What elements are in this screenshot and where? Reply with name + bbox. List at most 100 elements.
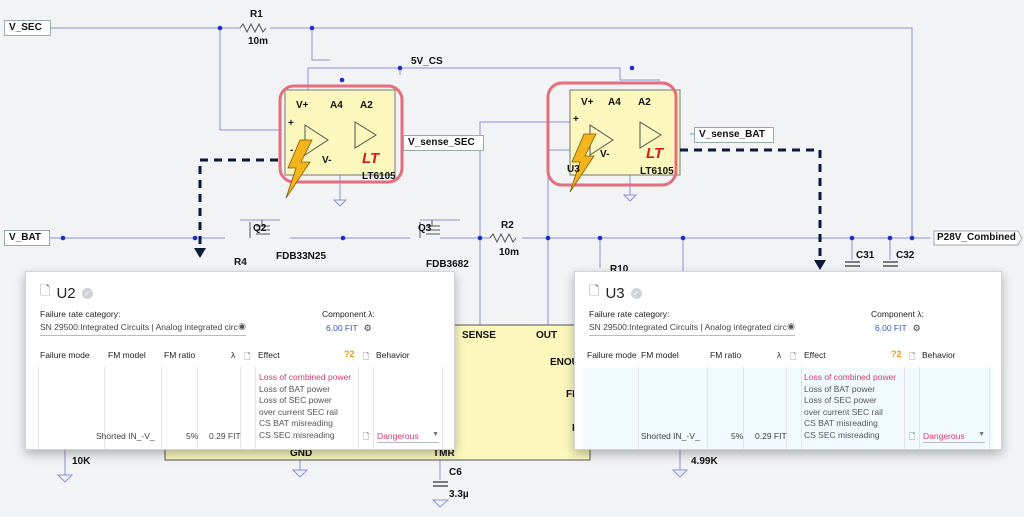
question-icon[interactable]: ?2 xyxy=(344,349,355,359)
net-label-5v-cs[interactable]: 5V_CS xyxy=(411,56,443,67)
grid-line xyxy=(161,367,162,449)
wire-controller-sense xyxy=(479,238,549,330)
amp-left-part-label[interactable]: LT6105 xyxy=(362,171,396,182)
component-lambda-value: 6.00 FIT xyxy=(326,323,358,333)
behavior-select[interactable]: Dangerous ▼ xyxy=(923,431,985,443)
grid-line xyxy=(743,367,744,449)
component-lambda-label: Component λ: xyxy=(871,309,924,319)
col-lambda[interactable]: λ xyxy=(777,350,782,360)
controller-sense-pin: SENSE xyxy=(462,330,496,341)
c6-value-label[interactable]: 3.3µ xyxy=(449,489,469,500)
q2-part-label[interactable]: FDB33N25 xyxy=(276,251,327,262)
amp-left-vplus-pin: V+ xyxy=(296,100,309,111)
net-tag-v-sec[interactable]: V_SEC xyxy=(4,20,51,36)
c32-ref-label[interactable]: C32 xyxy=(896,250,915,261)
r1-ref-label[interactable]: R1 xyxy=(250,9,263,20)
r10-ref-label[interactable]: R10 xyxy=(610,264,629,275)
net-tag-p28v[interactable]: P28V_Combined xyxy=(937,232,1016,243)
wire-5v-cs xyxy=(308,67,660,81)
check-icon[interactable]: ✓ xyxy=(81,287,93,299)
capacitor-c32-symbol xyxy=(883,261,898,267)
resistor-r2-symbol xyxy=(489,232,517,244)
c31-ref-label[interactable]: C31 xyxy=(856,250,875,261)
check-icon[interactable]: ✓ xyxy=(630,287,642,299)
q2-ref-label[interactable]: Q2 xyxy=(253,223,267,234)
behavior-select[interactable]: Dangerous ▼ xyxy=(377,431,439,443)
category-field[interactable]: SN 29500:Integrated Circuits | Analog in… xyxy=(40,322,246,336)
gears-icon[interactable]: ⚙ xyxy=(912,323,921,333)
cell-fm-model[interactable]: Shorted IN_-V_ xyxy=(641,431,700,441)
cell-fm-model[interactable]: Shorted IN_-V_ xyxy=(96,431,155,441)
net-tag-v-bat[interactable]: V_BAT xyxy=(4,230,51,246)
col-fm-model[interactable]: FM model xyxy=(108,350,146,360)
component-lambda-field[interactable]: 6.00 FIT ⚙ xyxy=(326,323,372,334)
r1-value-label[interactable]: 10m xyxy=(248,36,269,47)
amp-left-opamp-b xyxy=(354,121,377,149)
grid-line xyxy=(638,367,639,449)
cell-lambda[interactable]: 0.29 FIT xyxy=(209,431,241,441)
grid-line xyxy=(358,367,359,449)
cell-effect-list[interactable]: Loss of combined power Loss of BAT power… xyxy=(804,372,896,442)
cell-effect-list[interactable]: Loss of combined power Loss of BAT power… xyxy=(259,372,351,442)
question-icon[interactable]: ?2 xyxy=(891,349,902,359)
ground-r-right xyxy=(671,469,689,478)
eye-icon[interactable]: ◉ xyxy=(238,322,246,331)
r2-ref-label[interactable]: R2 xyxy=(501,220,514,231)
col-failure-mode[interactable]: Failure mode xyxy=(40,350,90,360)
amp-right-part-label[interactable]: LT6105 xyxy=(640,166,674,177)
gears-icon[interactable]: ⚙ xyxy=(363,323,372,333)
amp-right-vplus-pin: V+ xyxy=(581,97,594,108)
amp-left-a2-pin: A2 xyxy=(360,100,373,111)
eye-icon[interactable]: ◉ xyxy=(787,322,795,331)
category-field[interactable]: SN 29500:Integrated Circuits | Analog in… xyxy=(589,322,795,336)
grid-line xyxy=(801,367,802,449)
chevron-down-icon[interactable]: ▼ xyxy=(978,431,985,438)
col-fm-ratio[interactable]: FM ratio xyxy=(164,350,196,360)
r2-value-label[interactable]: 10m xyxy=(499,247,520,258)
col-effect[interactable]: Effect xyxy=(804,350,826,360)
component-lambda-field[interactable]: 6.00 FIT⚙ xyxy=(875,323,921,334)
effect-item: Loss of BAT power xyxy=(804,383,876,394)
r-right-value-label[interactable]: 4.99K xyxy=(691,456,718,467)
cell-fm-ratio[interactable]: 5% xyxy=(731,431,744,441)
effect-item: CS BAT misreading xyxy=(259,418,333,429)
cell-lambda[interactable]: 0.29 FIT xyxy=(755,431,787,441)
net-tag-v-sense-sec[interactable]: V_sense_SEC xyxy=(403,135,484,151)
r4-ref-label[interactable]: R4 xyxy=(234,257,247,268)
wire-v-sec xyxy=(40,27,913,238)
col-effect[interactable]: Effect xyxy=(258,350,280,360)
col-failure-mode[interactable]: Failure mode xyxy=(587,350,637,360)
row-doc-icon[interactable]: 🗋 xyxy=(909,432,916,441)
grid-line xyxy=(707,367,708,449)
col-fm-ratio[interactable]: FM ratio xyxy=(710,350,742,360)
col-fm-model[interactable]: FM model xyxy=(641,350,679,360)
col-behavior[interactable]: Behavior xyxy=(376,350,410,360)
wire-sec-r1 xyxy=(311,28,330,61)
effect-doc-icon[interactable]: 🗋 xyxy=(909,352,916,361)
chevron-down-icon[interactable]: ▼ xyxy=(432,431,439,438)
lightning-bolt-right-icon xyxy=(569,133,597,193)
amp-left-a4-pin: A4 xyxy=(330,100,343,111)
cell-fm-ratio[interactable]: 5% xyxy=(186,431,199,441)
wire-rail-drops xyxy=(599,238,891,300)
lambda-doc-icon[interactable]: 🗋 xyxy=(790,352,797,361)
row-doc-icon[interactable]: 🗋 xyxy=(363,432,370,441)
q3-ref-label[interactable]: Q3 xyxy=(418,223,432,234)
panel-title-text: U3 xyxy=(605,284,625,302)
fmeda-panel-u2[interactable]: 🗋 U2 ✓ Failure rate category: SN 29500:I… xyxy=(25,271,455,450)
fmeda-panel-u3[interactable]: 🗋 U3 ✓ Failure rate category: SN 29500:I… xyxy=(574,271,1002,450)
ground-gnd xyxy=(291,469,309,478)
effect-doc-icon[interactable]: 🗋 xyxy=(363,352,370,361)
grid-line xyxy=(38,367,39,449)
c6-ref-label[interactable]: C6 xyxy=(449,467,462,478)
q3-part-label[interactable]: FDB3682 xyxy=(426,259,469,270)
amp-left-chip-body[interactable] xyxy=(284,89,396,176)
amp-right-ref-label[interactable]: U3 xyxy=(567,164,580,175)
lambda-doc-icon[interactable]: 🗋 xyxy=(244,352,251,361)
r-left-value-label[interactable]: 10K xyxy=(72,456,91,467)
net-tag-v-sense-bat[interactable]: V_sense_BAT xyxy=(694,127,774,143)
grid-line xyxy=(442,367,443,449)
col-lambda[interactable]: λ xyxy=(231,350,236,360)
ground-r-left xyxy=(56,474,74,483)
col-behavior[interactable]: Behavior xyxy=(922,350,956,360)
